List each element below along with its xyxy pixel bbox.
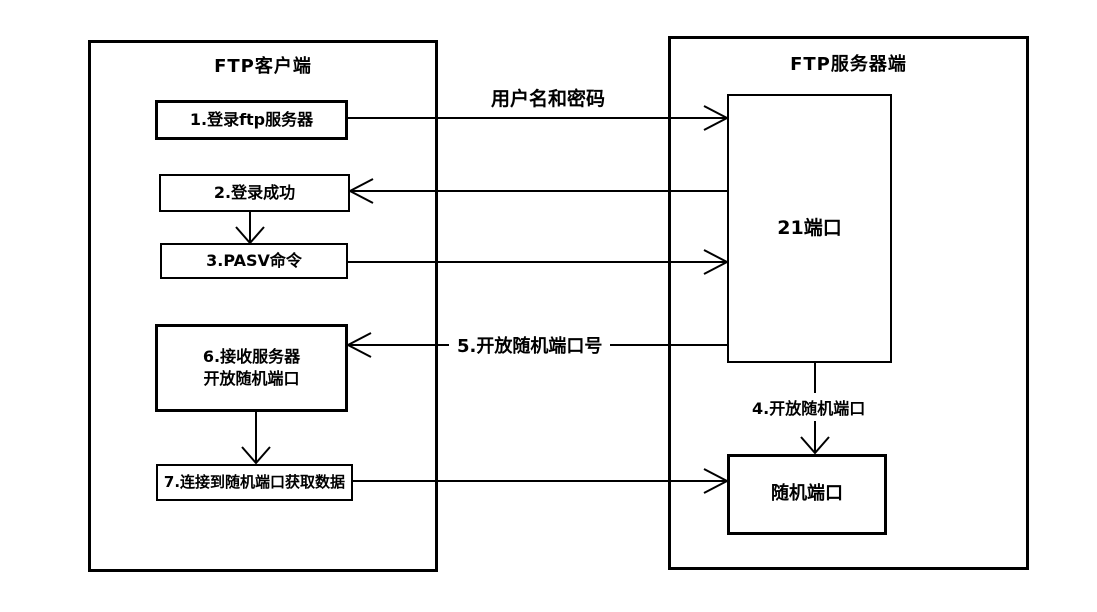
node-port-21: 21端口 [727,94,892,363]
node-random-port: 随机端口 [727,454,887,535]
node-step2-login-success: 2.登录成功 [159,174,350,212]
label-credentials: 用户名和密码 [490,88,605,110]
ftp-client-title: FTP客户端 [214,56,312,77]
label-step5-open-random-port-number: 5.开放随机端口号 [449,332,611,358]
node-step7-connect-random-port-get-data: 7.连接到随机端口获取数据 [156,464,353,501]
node-step1-login-ftp-server: 1.登录ftp服务器 [155,100,348,140]
ftp-server-title: FTP服务器端 [790,54,907,75]
label-step4-open-random-port: 4.开放随机端口 [748,393,870,421]
node-step6-receive-server-random-port: 6.接收服务器 开放随机端口 [155,324,348,412]
node-step3-pasv-command: 3.PASV命令 [160,243,348,279]
